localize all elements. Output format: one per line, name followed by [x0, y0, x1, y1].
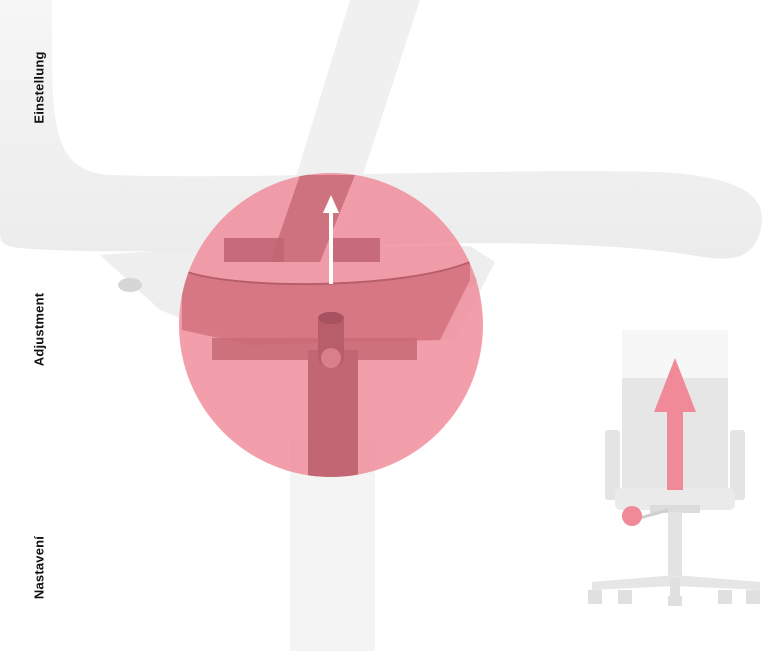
label-czech: Nastavení — [31, 535, 47, 600]
mechanism-hole-left — [118, 278, 142, 292]
office-chair-icon — [588, 330, 760, 606]
label-english: Adjustment — [31, 292, 47, 367]
seat-shell — [0, 0, 763, 259]
arrow-up-icon — [323, 195, 339, 284]
label-german: Einstellung — [31, 51, 47, 124]
mechanism-detail — [181, 175, 471, 477]
